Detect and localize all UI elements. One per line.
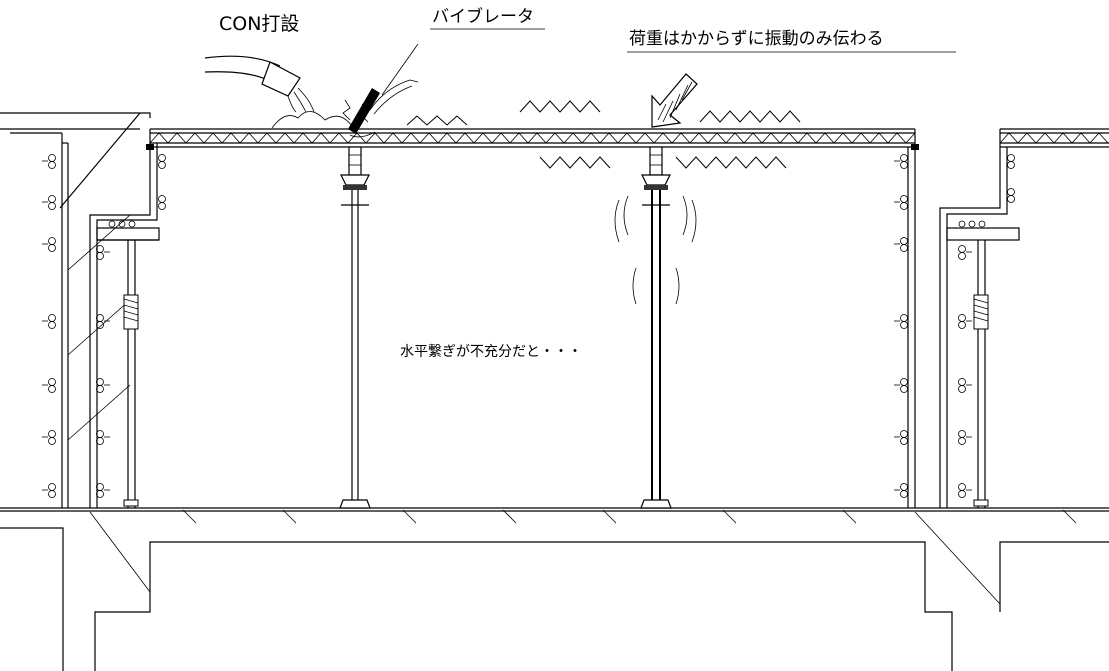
left-beam-form: [89, 143, 166, 508]
load-note-label: 荷重はかからずに振動のみ伝わる: [629, 29, 884, 49]
support-post-left: [339, 146, 371, 509]
right-adjacent-bay: [939, 128, 1109, 508]
bracing-note-label: 水平繋ぎが不充分だと・・・: [400, 344, 582, 360]
load-arrow: [651, 73, 698, 128]
right-beam-form: [894, 147, 916, 508]
left-beam-support: [123, 240, 139, 508]
post-vibration-marks: [614, 195, 697, 305]
pour-label: CON打設: [219, 13, 299, 35]
pour-hose: [204, 55, 315, 113]
ground-hatch: [182, 509, 1077, 524]
deck-slab: [146, 128, 919, 150]
vibrator: [342, 43, 419, 138]
left-wall-form: [10, 132, 131, 508]
ground-line: [0, 507, 1109, 512]
slab-vibration-waves: [406, 100, 801, 169]
support-post-right: [640, 146, 672, 509]
lower-beam-outline: [0, 527, 1109, 671]
concrete-pile: [271, 111, 353, 129]
lower-chamfers: [89, 511, 1001, 605]
vibrator-label: バイブレータ: [432, 6, 534, 27]
left-slab: [0, 112, 151, 209]
